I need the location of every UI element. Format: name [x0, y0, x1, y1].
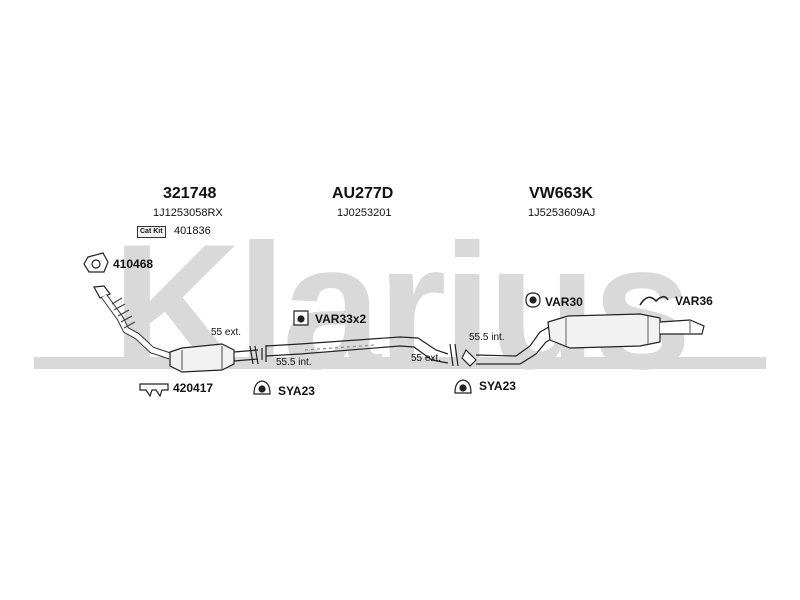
- joint-left-ext: 55 ext.: [211, 327, 242, 338]
- part-label-410468: 410468: [113, 257, 154, 271]
- part-label-var36: VAR36: [675, 294, 713, 308]
- mount-sya23-left-icon: [253, 380, 271, 395]
- part-label-var33x2: VAR33x2: [315, 312, 367, 326]
- section-3-code: VW663K: [529, 185, 594, 202]
- part-label-sya23-right: SYA23: [479, 379, 516, 393]
- bracket-420417-icon: [139, 383, 169, 398]
- section-3-oe-number: 1J5253609AJ: [528, 207, 596, 219]
- watermark-underline: [34, 357, 766, 369]
- joint-right-ext: 55 ext.: [411, 353, 442, 364]
- watermark: Klarius: [34, 207, 766, 406]
- cat-kit-number: 401836: [174, 225, 211, 237]
- cat-kit-badge: Cat Kit: [137, 226, 166, 238]
- watermark-text: Klarius: [112, 207, 687, 406]
- hanger-var30-icon: [525, 292, 541, 308]
- center-pipe: [261, 336, 459, 367]
- front-pipe-catalyst: [93, 285, 259, 373]
- hanger-var36-icon: [639, 295, 669, 306]
- part-label-sya23-left: SYA23: [278, 384, 315, 398]
- joint-right-int: 55.5 int.: [469, 332, 505, 343]
- clamp-var33x2-icon: [293, 310, 309, 326]
- section-1-code: 321748: [163, 185, 217, 202]
- part-label-var30: VAR30: [545, 295, 583, 309]
- joint-left-int: 55.5 int.: [276, 357, 312, 368]
- section-2-oe-number: 1J0253201: [337, 207, 392, 219]
- section-1-oe-number: 1J1253058RX: [153, 207, 223, 219]
- rear-pipe-silencer: [461, 313, 705, 367]
- section-2-code: AU277D: [332, 185, 394, 202]
- part-label-420417: 420417: [173, 381, 214, 395]
- mount-sya23-right-icon: [454, 379, 472, 394]
- gasket-410468-icon: [83, 252, 109, 273]
